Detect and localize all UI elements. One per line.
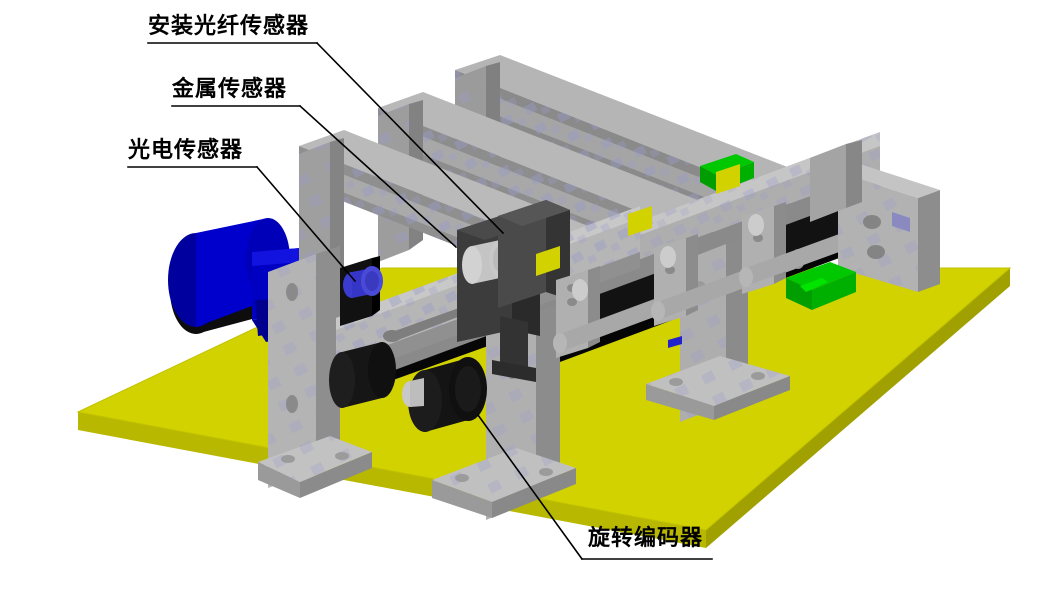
leader-line-rotary-encoder bbox=[476, 413, 584, 561]
belt-roller-left bbox=[329, 342, 396, 408]
callout-label-metal-sensor: 金属传感器 bbox=[172, 77, 288, 102]
leader-line-photoelectric-sensor bbox=[255, 165, 357, 283]
leader-line-metal-sensor bbox=[298, 104, 458, 249]
callout-leaders bbox=[127, 41, 713, 561]
callout-label-fiber-optic-sensor: 安装光纤传感器 bbox=[148, 14, 310, 39]
blue-marker bbox=[668, 336, 682, 348]
column-left bbox=[258, 246, 372, 498]
callout-label-photoelectric-sensor: 光电传感器 bbox=[128, 138, 244, 163]
yellow-accents bbox=[536, 164, 740, 276]
callout-label-rotary-encoder: 旋转编码器 bbox=[588, 526, 704, 551]
leader-line-fiber-optic-sensor bbox=[315, 41, 505, 235]
transfer-arms bbox=[553, 202, 879, 358]
rotary-encoder bbox=[402, 357, 487, 432]
green-mount-right bbox=[786, 262, 856, 310]
photoelectric-sensor bbox=[340, 256, 383, 326]
right-head-plate bbox=[810, 140, 940, 292]
belt-rollers bbox=[572, 214, 764, 301]
